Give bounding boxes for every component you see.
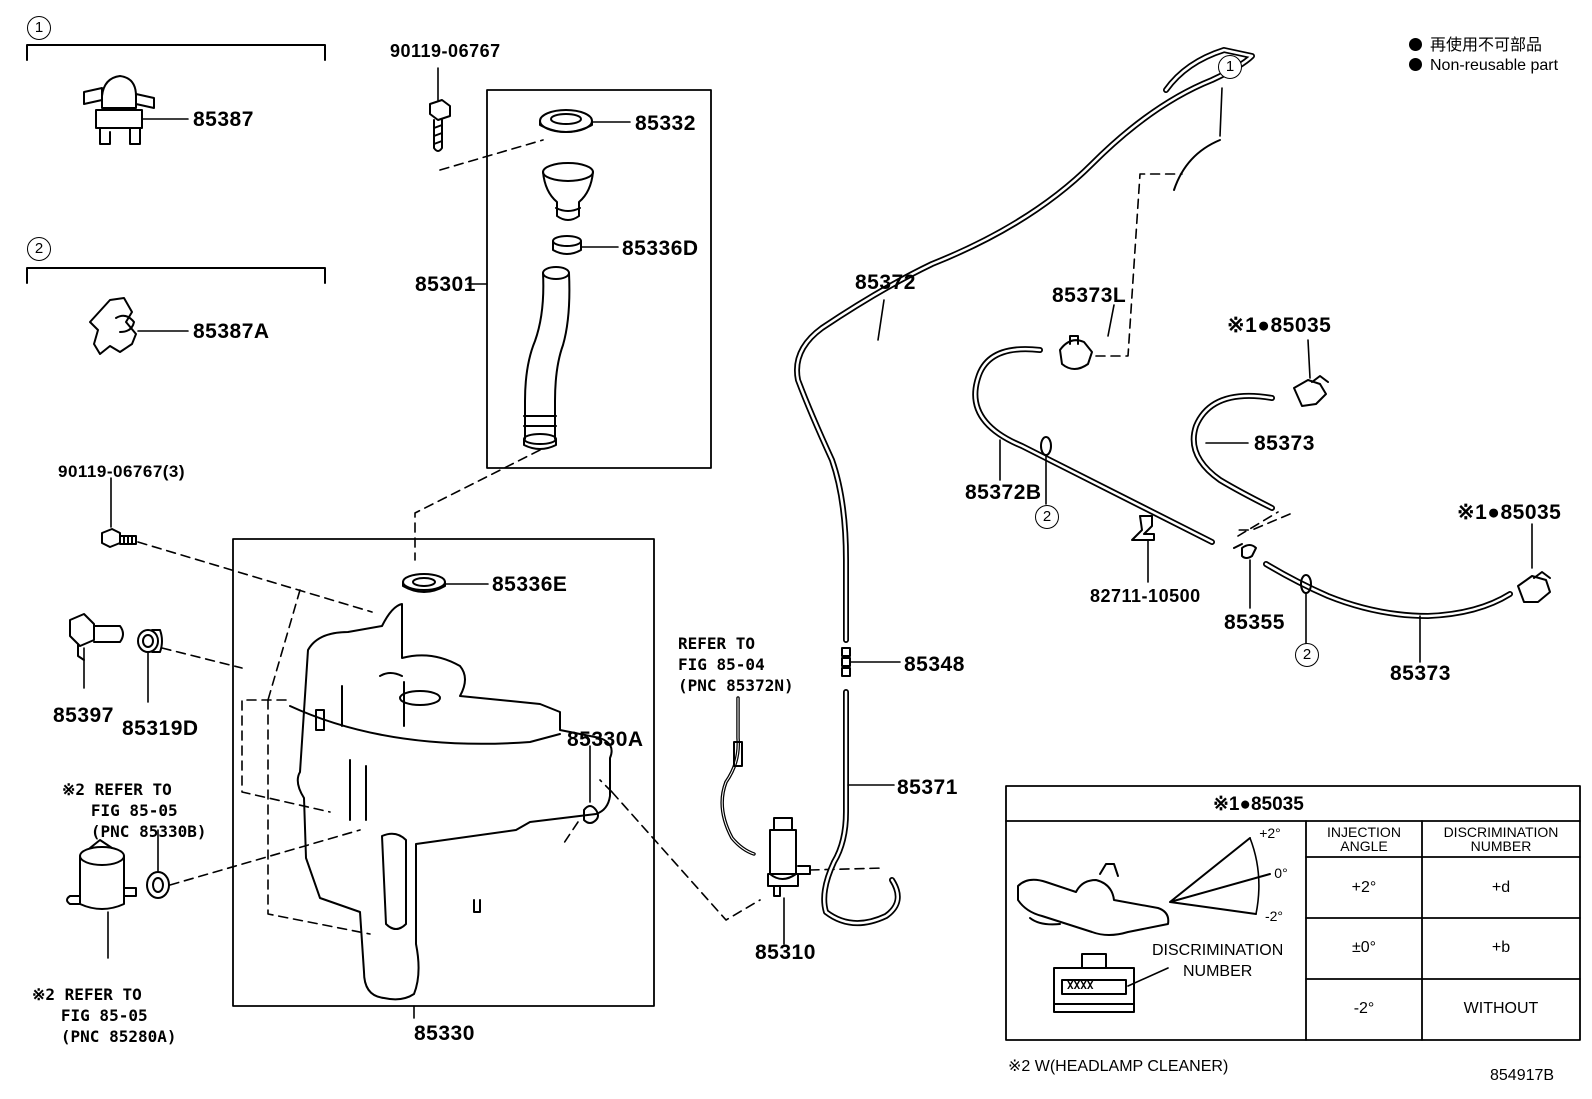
hose-85372-part (794, 47, 1255, 643)
inset-nozzle-drawing (1017, 837, 1271, 936)
inset-col-angle: INJECTION ANGLE (1327, 824, 1401, 854)
inset-stamp-drawing (1053, 953, 1169, 1013)
callout-1-hose: 1 (1218, 55, 1242, 79)
legend-en-text: Non-reusable part (1430, 57, 1559, 74)
label-85035-upper[interactable]: ※1●85035 (1227, 314, 1332, 337)
non-reusable-dot-icon (1409, 58, 1422, 71)
callout-2-hose-b: 2 (1295, 643, 1319, 667)
label-90119-06767-3[interactable]: 90119-06767(3) (58, 462, 186, 481)
strainer-part (542, 162, 594, 221)
legend-jp: 再使用不可部品 (1409, 31, 1542, 55)
label-85373L[interactable]: 85373L (1052, 284, 1127, 307)
label-85330A[interactable]: 85330A (567, 728, 644, 751)
pump-85310-part (720, 696, 885, 945)
figure-code: 854917B (1490, 1067, 1555, 1084)
tank-box (232, 538, 655, 1019)
inset-stamp-text: XXXX (1067, 979, 1094, 992)
joint-85348-part (841, 647, 901, 677)
label-85387A[interactable]: 85387A (193, 320, 270, 343)
inlet-box (467, 89, 712, 469)
legend-jp-text: 再使用不可部品 (1430, 37, 1543, 54)
label-85319D[interactable]: 85319D (122, 717, 199, 740)
sensor-85397-part (69, 613, 124, 689)
label-85035-lower[interactable]: ※1●85035 (1457, 501, 1562, 524)
inset-col-disc: DISCRIMINATION NUMBER (1443, 824, 1559, 854)
label-85372B[interactable]: 85372B (965, 481, 1042, 504)
inset-disc-label: DISCRIMINATION NUMBER (1152, 942, 1284, 980)
inlet-pipe-part (414, 266, 571, 561)
label-85355[interactable]: 85355 (1224, 611, 1285, 634)
grommet-85330A-part (561, 745, 761, 921)
label-85336E[interactable]: 85336E (492, 573, 568, 596)
fan-label-up: +2° (1259, 825, 1281, 841)
hose-85373-upper-part (1190, 392, 1291, 531)
label-85330[interactable]: 85330 (414, 1022, 475, 1045)
tank-body-part (241, 589, 613, 1001)
hose-85371-part (821, 689, 901, 927)
note-refer-85-04: REFER TO FIG 85-04 (PNC 85372N) (678, 634, 794, 695)
label-85371[interactable]: 85371 (897, 776, 958, 799)
group-bracket-1 (26, 44, 326, 61)
hose-85372B-part (972, 346, 1215, 545)
note-refer-85280A: ※2 REFER TO FIG 85-05 (PNC 85280A) (32, 985, 177, 1046)
bolt-3-part (101, 477, 373, 613)
callout-2: 2 (27, 237, 51, 261)
fan-label-down: -2° (1264, 908, 1284, 924)
ring-85336D-part (552, 235, 619, 255)
label-82711-10500[interactable]: 82711-10500 (1090, 586, 1201, 606)
label-85332[interactable]: 85332 (635, 112, 696, 135)
non-reusable-dot-icon (1409, 38, 1422, 51)
hose-85373-lower-part (1263, 561, 1513, 663)
group-bracket-2 (26, 267, 326, 284)
legend-en: Non-reusable part (1409, 57, 1558, 75)
label-85301[interactable]: 85301 (415, 273, 476, 296)
inset-angle-row1: +2° (1351, 879, 1377, 896)
inset-disc-row3: WITHOUT (1463, 1000, 1539, 1017)
nozzle-85035-lower-part (1517, 523, 1551, 603)
callout-1: 1 (27, 16, 51, 40)
inset-angle-row2: ±0° (1351, 939, 1377, 956)
note-refer-85330B: ※2 REFER TO FIG 85-05 (PNC 85330B) (62, 780, 207, 841)
inset-disc-row1: +d (1491, 879, 1511, 896)
inset-title: ※1●85035 (1213, 794, 1304, 815)
grommet-85319D-part (137, 629, 243, 703)
clip-85387A-part (89, 297, 189, 355)
label-85387[interactable]: 85387 (193, 108, 254, 131)
callout-2-hose-a: 2 (1035, 505, 1059, 529)
footnote-headlamp: ※2 W(HEADLAMP CLEANER) (1008, 1058, 1229, 1075)
label-85373-upper[interactable]: 85373 (1254, 432, 1315, 455)
inset-disc-row2: +b (1491, 939, 1511, 956)
nozzle-85373L-part (1059, 173, 1183, 370)
label-90119-06767[interactable]: 90119-06767 (390, 41, 501, 61)
grommet-85336E-part (402, 573, 489, 593)
pump-left-part (66, 839, 137, 959)
cap-85332-part (539, 109, 631, 133)
clip-85387-part (83, 75, 189, 145)
label-85336D[interactable]: 85336D (622, 237, 699, 260)
inset-angle-row3: -2° (1353, 1000, 1375, 1017)
fan-label-mid: 0° (1274, 865, 1288, 881)
label-85397[interactable]: 85397 (53, 704, 114, 727)
label-85372[interactable]: 85372 (855, 271, 916, 294)
inset-frame (1005, 785, 1581, 1041)
label-85348[interactable]: 85348 (904, 653, 965, 676)
label-85373-lower[interactable]: 85373 (1390, 662, 1451, 685)
bolt-top-part (429, 67, 544, 171)
grommet-85330B-part (146, 829, 361, 899)
bracket-82711-part (1131, 515, 1155, 583)
label-85310[interactable]: 85310 (755, 941, 816, 964)
nozzle-85035-upper-part (1293, 339, 1329, 407)
joint-85355-part (1233, 511, 1279, 609)
